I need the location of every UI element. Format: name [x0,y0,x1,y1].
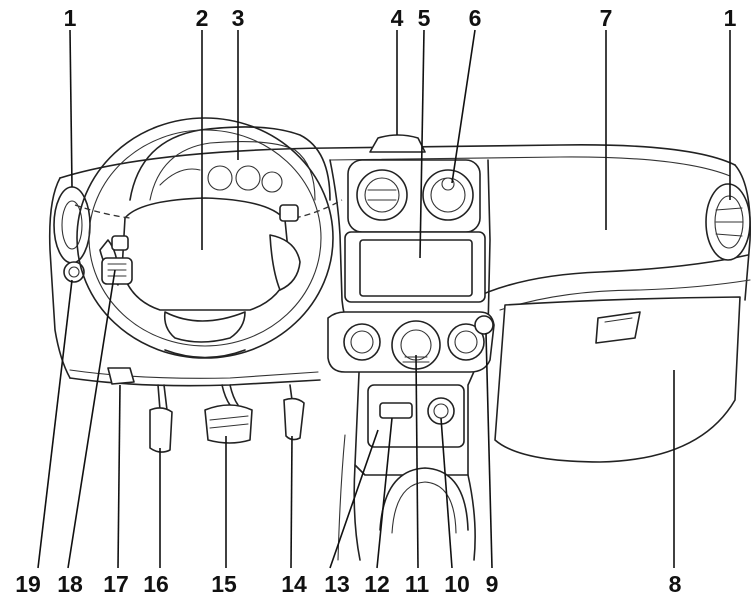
callout-19: 19 [15,571,41,597]
bottom-callouts: 19 18 17 16 15 14 13 12 11 10 9 8 [15,571,681,597]
callout-3: 3 [232,5,245,31]
callout-2: 2 [196,5,209,31]
left-switch [63,261,85,283]
steering-column [107,349,246,385]
callout-6: 6 [469,5,482,31]
callout-1-left: 1 [64,5,77,31]
top-callouts: 1 2 3 4 5 6 7 1 [64,5,737,31]
callout-15: 15 [211,571,237,597]
callout-8: 8 [669,571,682,597]
callout-7: 7 [600,5,613,31]
callout-12: 12 [364,571,390,597]
callout-11: 11 [405,571,430,597]
right-air-vent [705,183,751,261]
pedals [149,384,305,453]
callout-14: 14 [281,571,307,597]
callout-17: 17 [103,571,129,597]
callout-18: 18 [57,571,83,597]
glove-box [494,296,741,463]
steering-wheel [74,117,343,359]
callout-4: 4 [391,5,404,31]
callout-9: 9 [486,571,499,597]
callout-10: 10 [444,571,470,597]
callout-16: 16 [143,571,169,597]
defroster-vent [369,134,426,153]
dashboard-outline [48,144,752,387]
leader-lines [37,29,731,569]
callout-1-right: 1 [724,5,737,31]
callout-13: 13 [324,571,350,597]
callout-5: 5 [418,5,431,31]
